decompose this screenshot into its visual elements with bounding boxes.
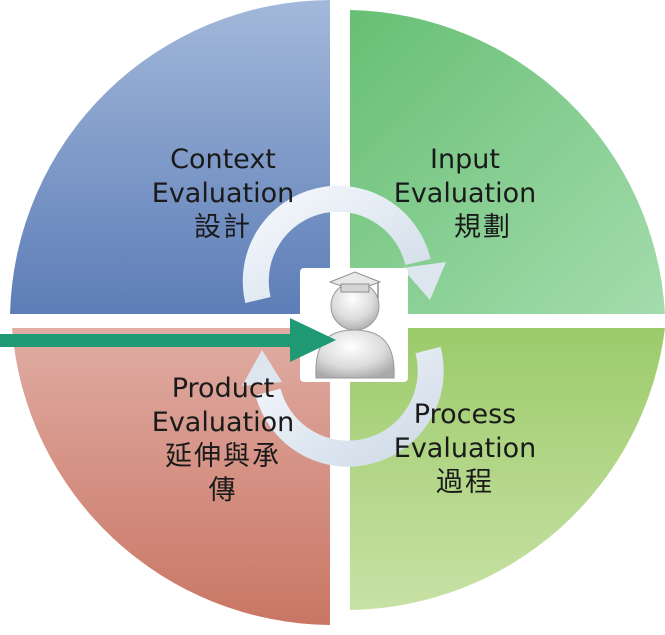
label-context-evaluation: Context Evaluation 設計 bbox=[118, 143, 328, 245]
quadrant-input bbox=[350, 10, 665, 314]
pointer-arrow-icon bbox=[0, 318, 336, 362]
context-line1: Context bbox=[170, 144, 276, 175]
input-cjk: 規劃 bbox=[454, 212, 512, 243]
graduate-user-icon bbox=[300, 268, 408, 382]
input-line2: Evaluation bbox=[393, 178, 537, 209]
quadrant-product bbox=[12, 328, 330, 625]
process-line1: Process bbox=[413, 399, 517, 430]
input-line1: Input bbox=[430, 144, 500, 175]
context-line2: Evaluation bbox=[151, 178, 295, 209]
product-cjk-2: 傳 bbox=[208, 475, 238, 506]
process-cjk: 過程 bbox=[436, 467, 494, 498]
label-product-evaluation: Product Evaluation 延伸與承 傳 bbox=[118, 372, 328, 508]
label-process-evaluation: Process Evaluation 過程 bbox=[355, 398, 575, 500]
product-line1: Product bbox=[171, 373, 275, 404]
refresh-cycle-icon bbox=[242, 185, 446, 467]
context-cjk: 設計 bbox=[194, 212, 252, 243]
product-line2: Evaluation bbox=[151, 407, 295, 438]
quadrant-context bbox=[10, 0, 330, 314]
process-line2: Evaluation bbox=[393, 433, 537, 464]
label-input-evaluation: Input Evaluation 規劃 bbox=[355, 143, 575, 245]
product-cjk: 延伸與承 bbox=[165, 441, 281, 472]
